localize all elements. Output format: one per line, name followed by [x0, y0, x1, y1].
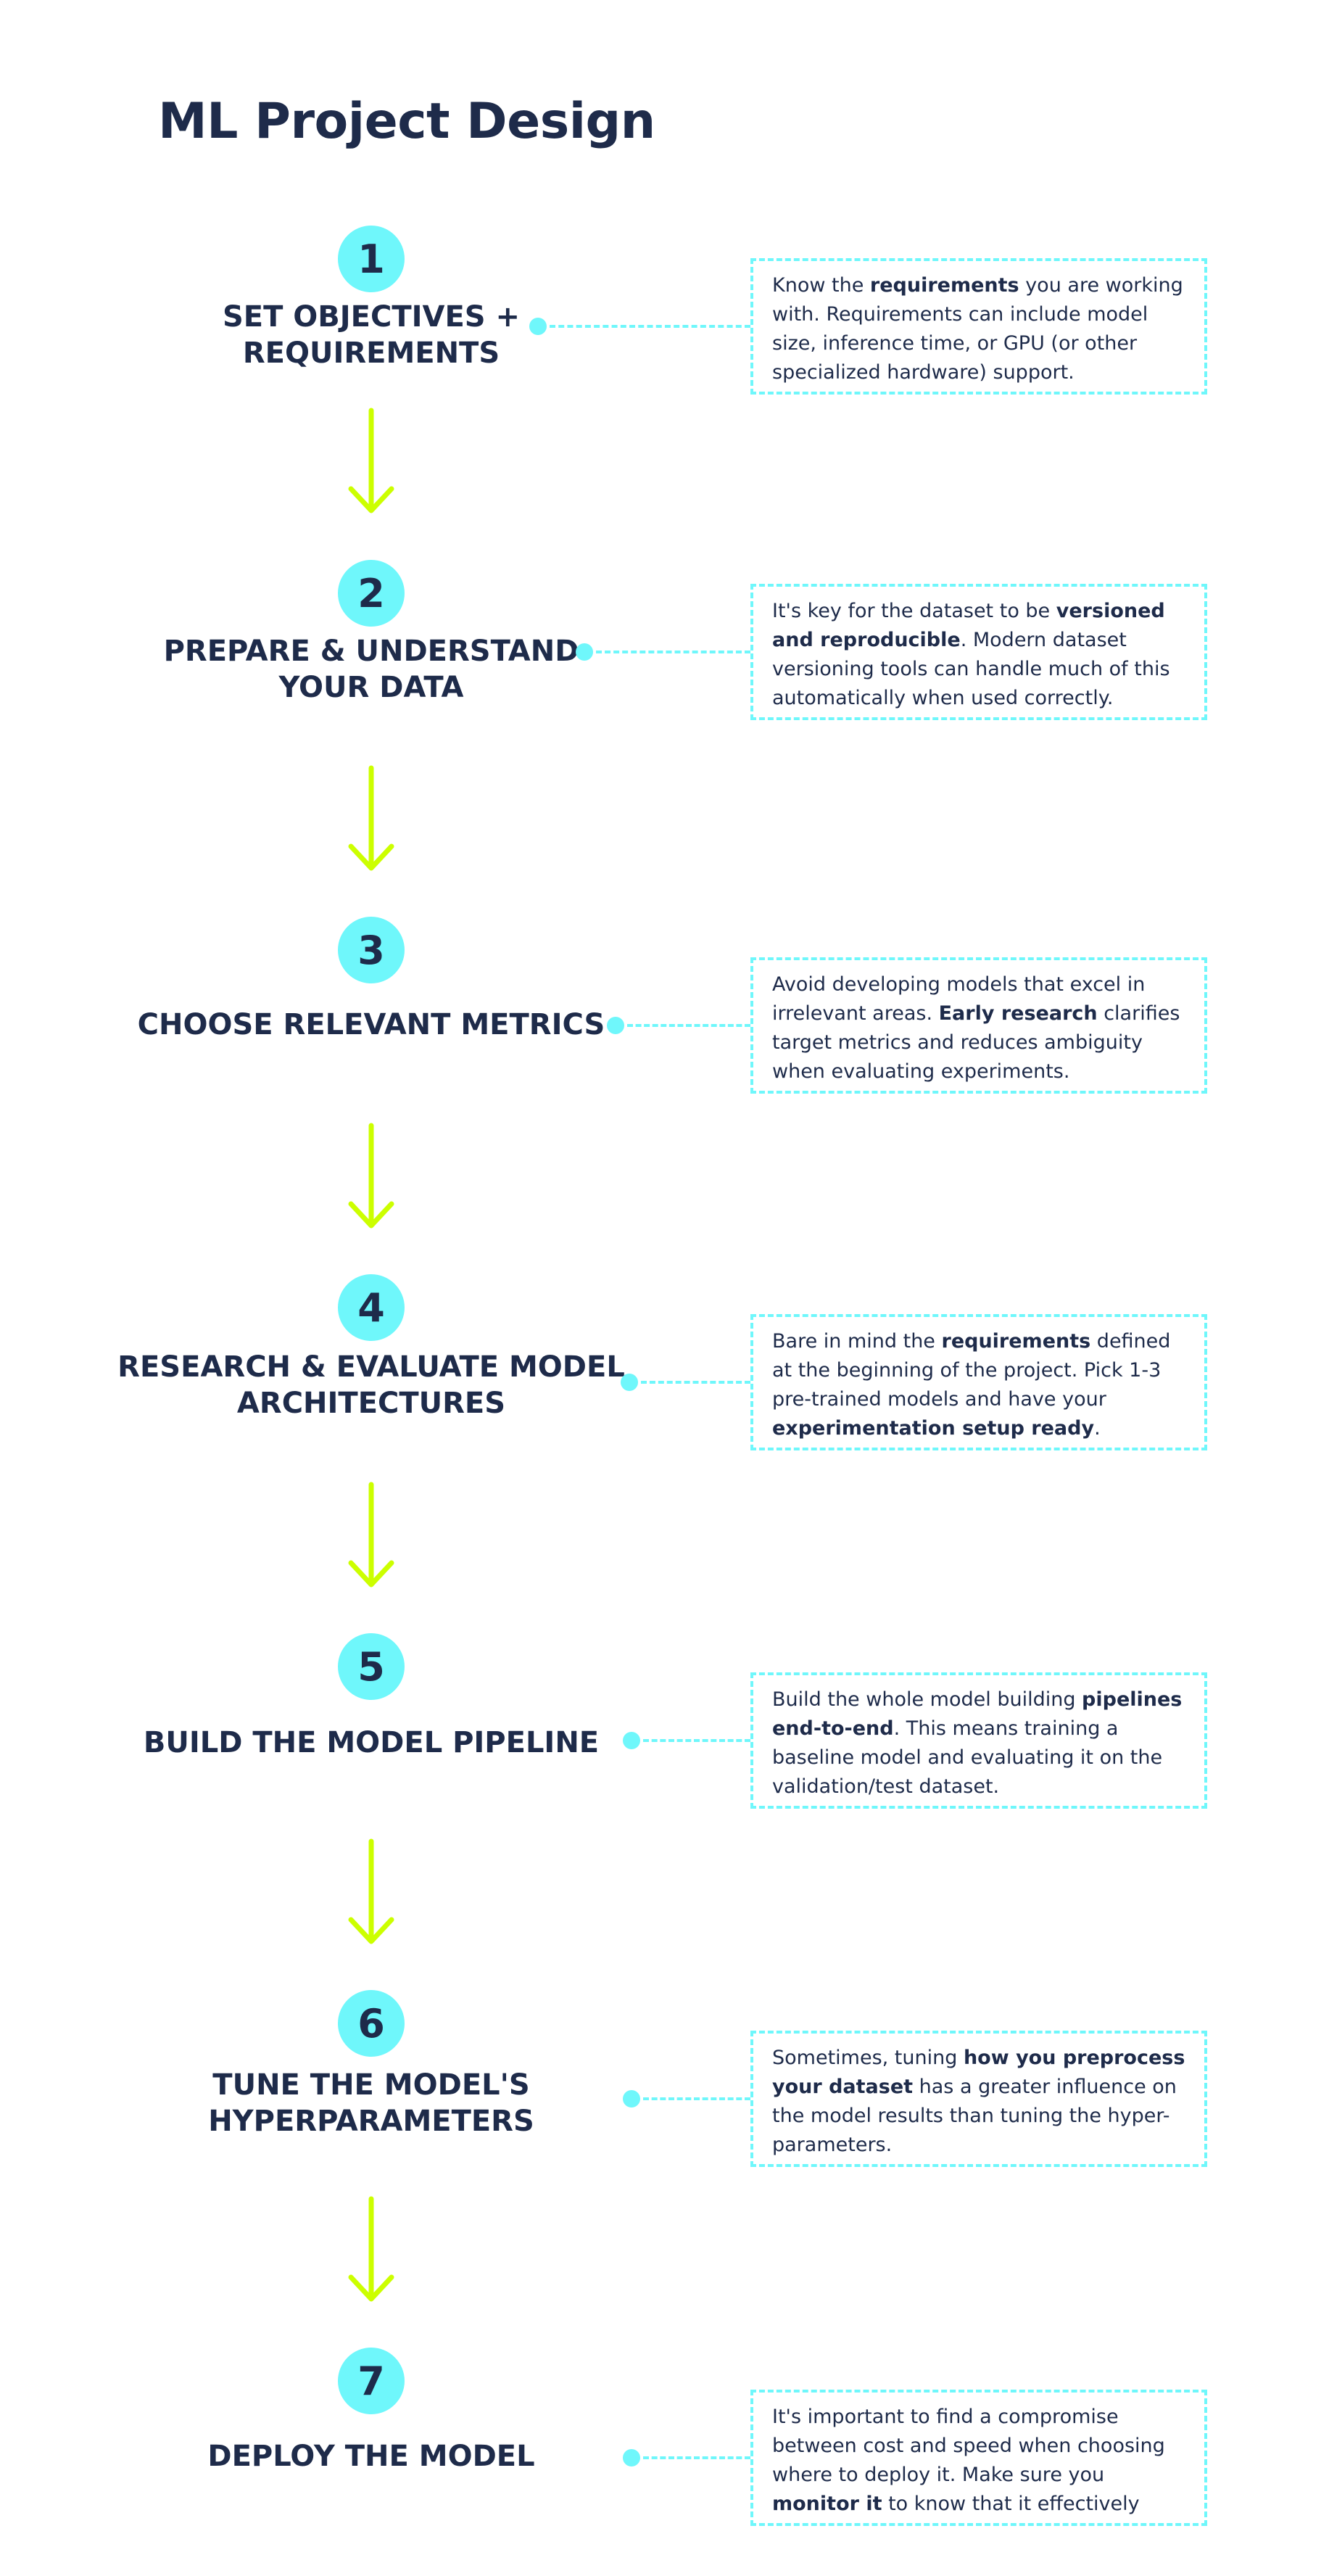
note-text: has a greater influence on the model res…	[772, 2076, 1177, 2156]
note-text: Know the	[772, 274, 870, 297]
note-emphasis: Early research	[938, 1002, 1098, 1025]
connector-dot	[576, 643, 593, 661]
note-text: clarifies target metrics and reduces amb…	[772, 1002, 1180, 1083]
note-text: you are working with. Requirements can i…	[772, 274, 1183, 384]
step-title-line: SET OBJECTIVES +	[222, 300, 521, 334]
step-title-line: RESEARCH & EVALUATE MODEL	[117, 1350, 625, 1384]
note-emphasis: versioned and reproducible	[772, 600, 1165, 651]
step-title-line: ARCHITECTURES	[236, 1387, 506, 1420]
down-arrow-icon	[348, 1123, 394, 1229]
step-number-circle: 7	[338, 2348, 405, 2414]
step-note-box: Bare in mind the requirements defined at…	[750, 1314, 1207, 1450]
step-title-line: TUNE THE MODEL'S	[212, 2068, 530, 2102]
note-text: It's key for the dataset to be	[772, 600, 1056, 622]
note-text: . This means training a baseline model a…	[772, 1717, 1163, 1798]
connector-dot	[623, 1732, 640, 1749]
note-emphasis: pipelines end-to-end	[772, 1688, 1183, 1740]
connector-dot	[529, 318, 547, 335]
connector-dashed-line	[643, 2456, 750, 2459]
step-note-box: Know the requirements you are working wi…	[750, 258, 1207, 395]
note-emphasis: monitor it	[772, 2493, 882, 2515]
note-emphasis: requirements	[869, 274, 1019, 297]
note-emphasis: requirements	[941, 1330, 1091, 1353]
note-text: to know that it effectively works.	[772, 2493, 1140, 2523]
step-note-box: Sometimes, tuning how you preprocess you…	[750, 2031, 1207, 2167]
step-number-circle: 1	[338, 226, 405, 292]
connector-dashed-line	[550, 325, 750, 328]
note-emphasis: how you preprocess your dataset	[772, 2047, 1185, 2098]
step-title: CHOOSE RELEVANT METRICS	[138, 1007, 605, 1043]
down-arrow-icon	[348, 765, 394, 871]
step-title-line: REQUIREMENTS	[242, 337, 500, 370]
note-text: Build the whole model building	[772, 1688, 1082, 1711]
step-number-circle: 2	[338, 560, 405, 627]
step-note-box: Avoid developing models that excel in ir…	[750, 957, 1207, 1094]
connector-dot	[621, 1374, 638, 1391]
connector-dot	[607, 1017, 624, 1034]
step-title-line: CHOOSE RELEVANT METRICS	[137, 1008, 605, 1041]
step-number-circle: 3	[338, 917, 405, 983]
note-text: Avoid developing models that excel in ir…	[772, 973, 1146, 1025]
step-number-circle: 6	[338, 1990, 405, 2057]
connector-dashed-line	[596, 651, 750, 653]
note-text: It's important to find a compromise betw…	[772, 2406, 1165, 2486]
down-arrow-icon	[348, 408, 394, 513]
step-note-box: Build the whole model building pipelines…	[750, 1672, 1207, 1809]
step-title-line: PREPARE & UNDERSTAND	[163, 635, 579, 668]
step-title: SET OBJECTIVES +REQUIREMENTS	[223, 299, 520, 371]
connector-dashed-line	[643, 1739, 750, 1742]
step-title-line: DEPLOY THE MODEL	[207, 2440, 535, 2473]
note-text: . Modern dataset versioning tools can ha…	[772, 629, 1170, 709]
note-text: Sometimes, tuning	[772, 2047, 964, 2069]
connector-dashed-line	[643, 2097, 750, 2100]
step-note-box: It's important to find a compromise betw…	[750, 2390, 1207, 2526]
step-title: DEPLOY THE MODEL	[207, 2438, 534, 2474]
down-arrow-icon	[348, 1838, 394, 1944]
step-note-box: It's key for the dataset to be versioned…	[750, 584, 1207, 720]
connector-dashed-line	[627, 1024, 750, 1027]
note-text: Bare in mind the	[772, 1330, 942, 1353]
connector-dot	[623, 2090, 640, 2108]
step-title-line: HYPERPARAMETERS	[208, 2105, 534, 2138]
step-title-line: YOUR DATA	[278, 671, 464, 704]
down-arrow-icon	[348, 2196, 394, 2302]
down-arrow-icon	[348, 1482, 394, 1588]
note-text: defined at the beginning of the project.…	[772, 1330, 1171, 1411]
note-text: .	[1094, 1417, 1101, 1440]
step-number-circle: 4	[338, 1274, 405, 1341]
connector-dashed-line	[641, 1381, 750, 1384]
connector-dot	[623, 2449, 640, 2466]
step-title: BUILD THE MODEL PIPELINE	[144, 1725, 599, 1761]
step-title-line: BUILD THE MODEL PIPELINE	[143, 1726, 600, 1759]
step-number-circle: 5	[338, 1633, 405, 1700]
page-title: ML Project Design	[158, 93, 655, 150]
note-emphasis: experimentation setup ready	[772, 1417, 1095, 1440]
